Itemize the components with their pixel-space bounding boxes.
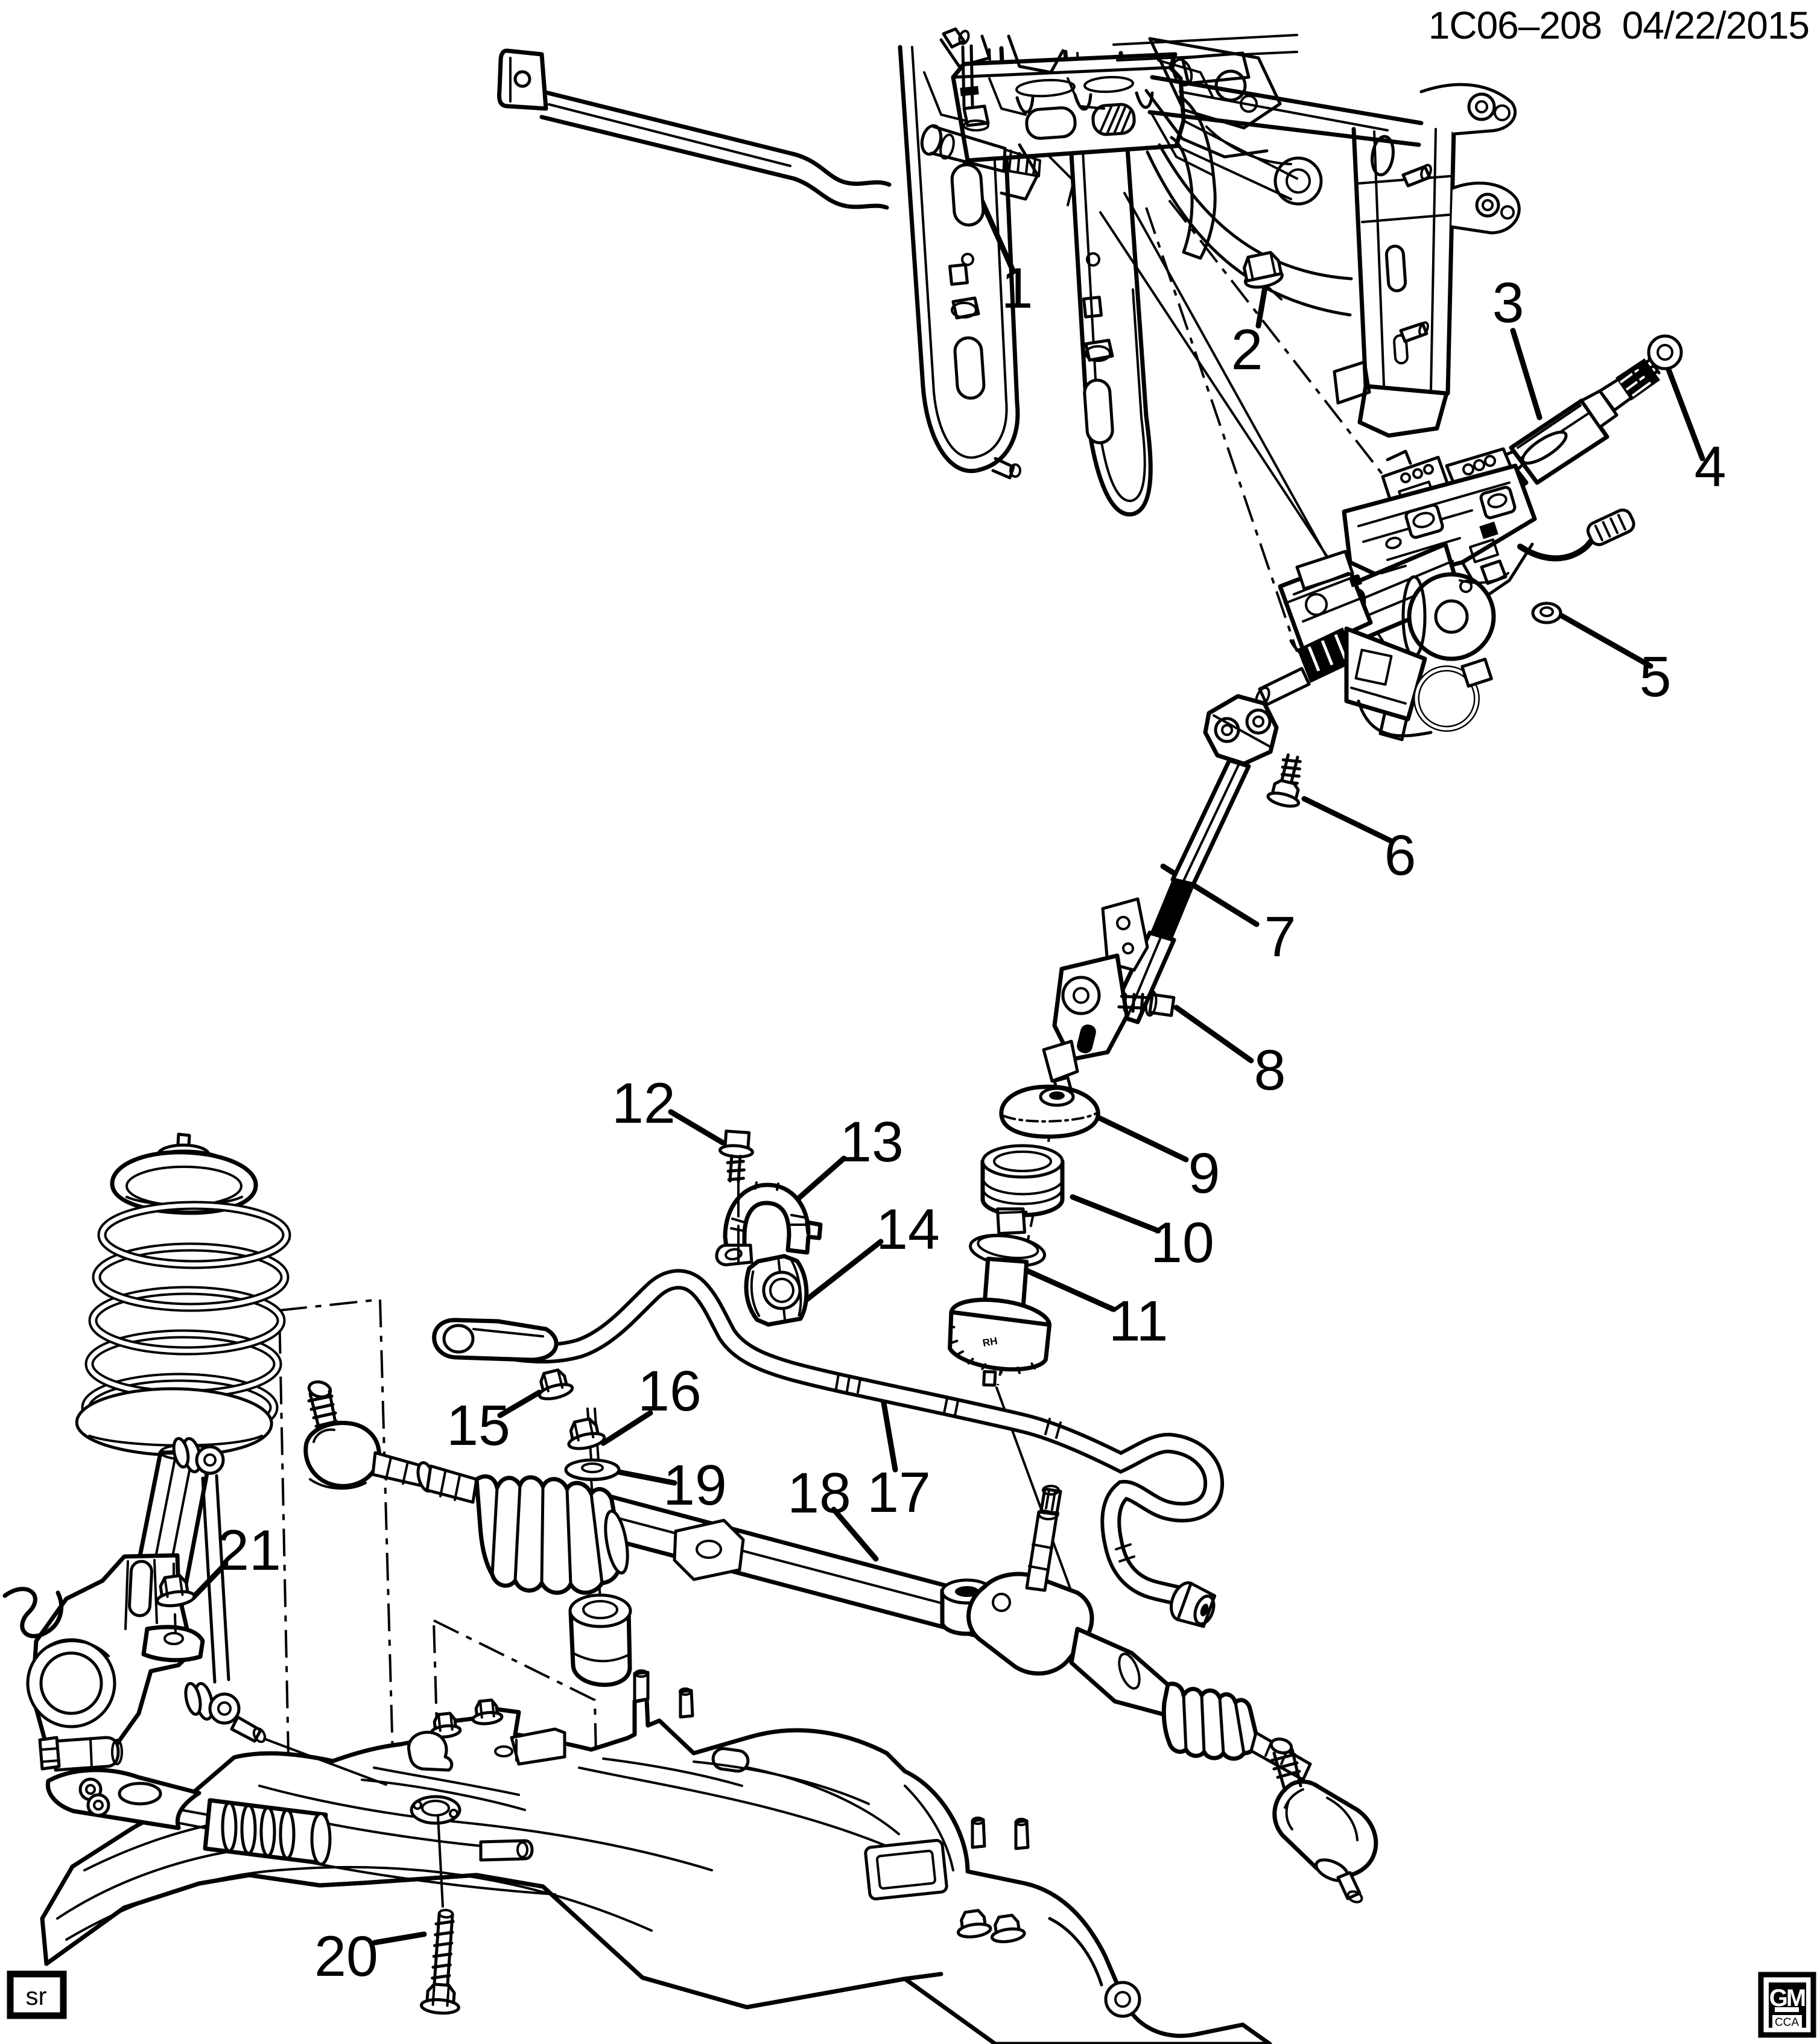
- svg-text:8: 8: [1254, 1038, 1286, 1102]
- svg-text:7: 7: [1264, 905, 1296, 969]
- svg-text:12: 12: [612, 1071, 676, 1135]
- svg-text:5: 5: [1640, 645, 1672, 709]
- svg-text:3: 3: [1492, 271, 1524, 335]
- svg-text:20: 20: [314, 1925, 378, 1988]
- svg-text:14: 14: [876, 1198, 940, 1262]
- svg-text:6: 6: [1384, 824, 1416, 887]
- svg-text:sr: sr: [26, 1982, 47, 2010]
- svg-text:1C06–208 04/22/2015: 1C06–208 04/22/2015: [1429, 4, 1809, 47]
- svg-text:11: 11: [1109, 1289, 1169, 1353]
- svg-text:10: 10: [1150, 1211, 1214, 1275]
- svg-text:RH: RH: [981, 1335, 998, 1349]
- svg-text:2: 2: [1231, 318, 1263, 382]
- svg-text:21: 21: [217, 1519, 281, 1582]
- svg-text:15: 15: [446, 1394, 510, 1458]
- svg-text:GM: GM: [1769, 1985, 1805, 2011]
- svg-text:1: 1: [1001, 256, 1033, 320]
- svg-text:CCA: CCA: [1775, 2016, 1799, 2029]
- svg-text:17: 17: [867, 1461, 931, 1525]
- svg-text:9: 9: [1188, 1141, 1220, 1205]
- svg-text:13: 13: [840, 1110, 904, 1174]
